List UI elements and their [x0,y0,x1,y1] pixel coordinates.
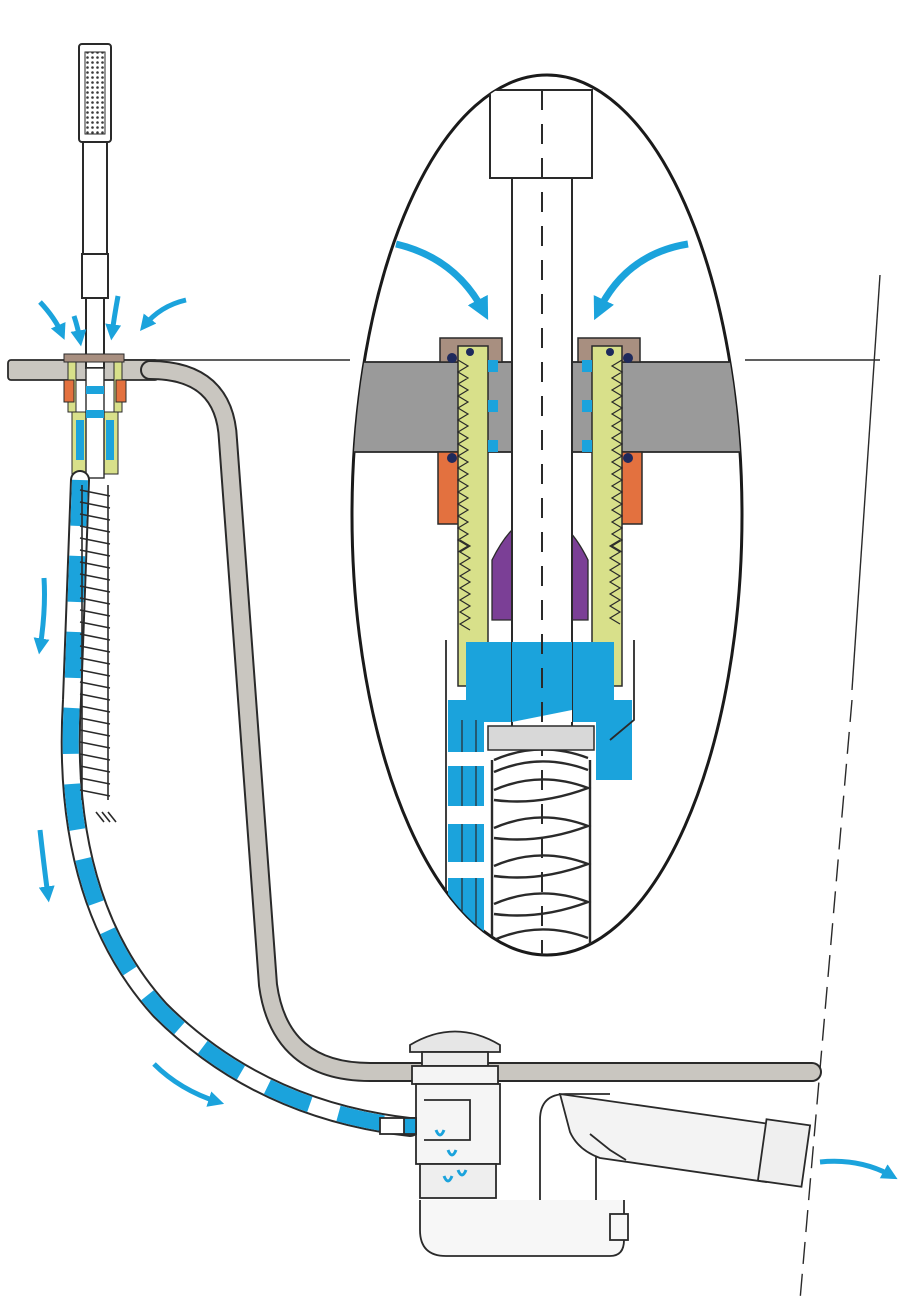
coil-spring-icon [490,748,592,955]
curved-arrow-icon [37,829,55,903]
curved-arrow-icon [105,295,122,341]
curved-arrow-icon [152,1062,225,1107]
curved-arrow-icon [593,240,689,321]
flow-arrows [33,295,898,1180]
curved-arrow-icon [38,300,66,340]
curved-arrow-icon [819,1158,898,1180]
curved-arrow-icon [140,297,187,331]
bathtub-outline [120,274,881,1301]
deck-fitting-small [63,353,127,479]
tub-wall-surface [140,360,822,1082]
shower-hose [60,470,420,1137]
curved-arrow-icon [395,240,489,320]
tub-deck [7,359,159,381]
drain-plug-icon [379,1030,812,1257]
detail-ellipse-icon [350,73,744,957]
hand-shower-icon [78,43,112,369]
curved-arrow-icon [70,315,87,347]
curved-arrow-icon [33,577,50,655]
coil-spring-icon [79,485,117,823]
